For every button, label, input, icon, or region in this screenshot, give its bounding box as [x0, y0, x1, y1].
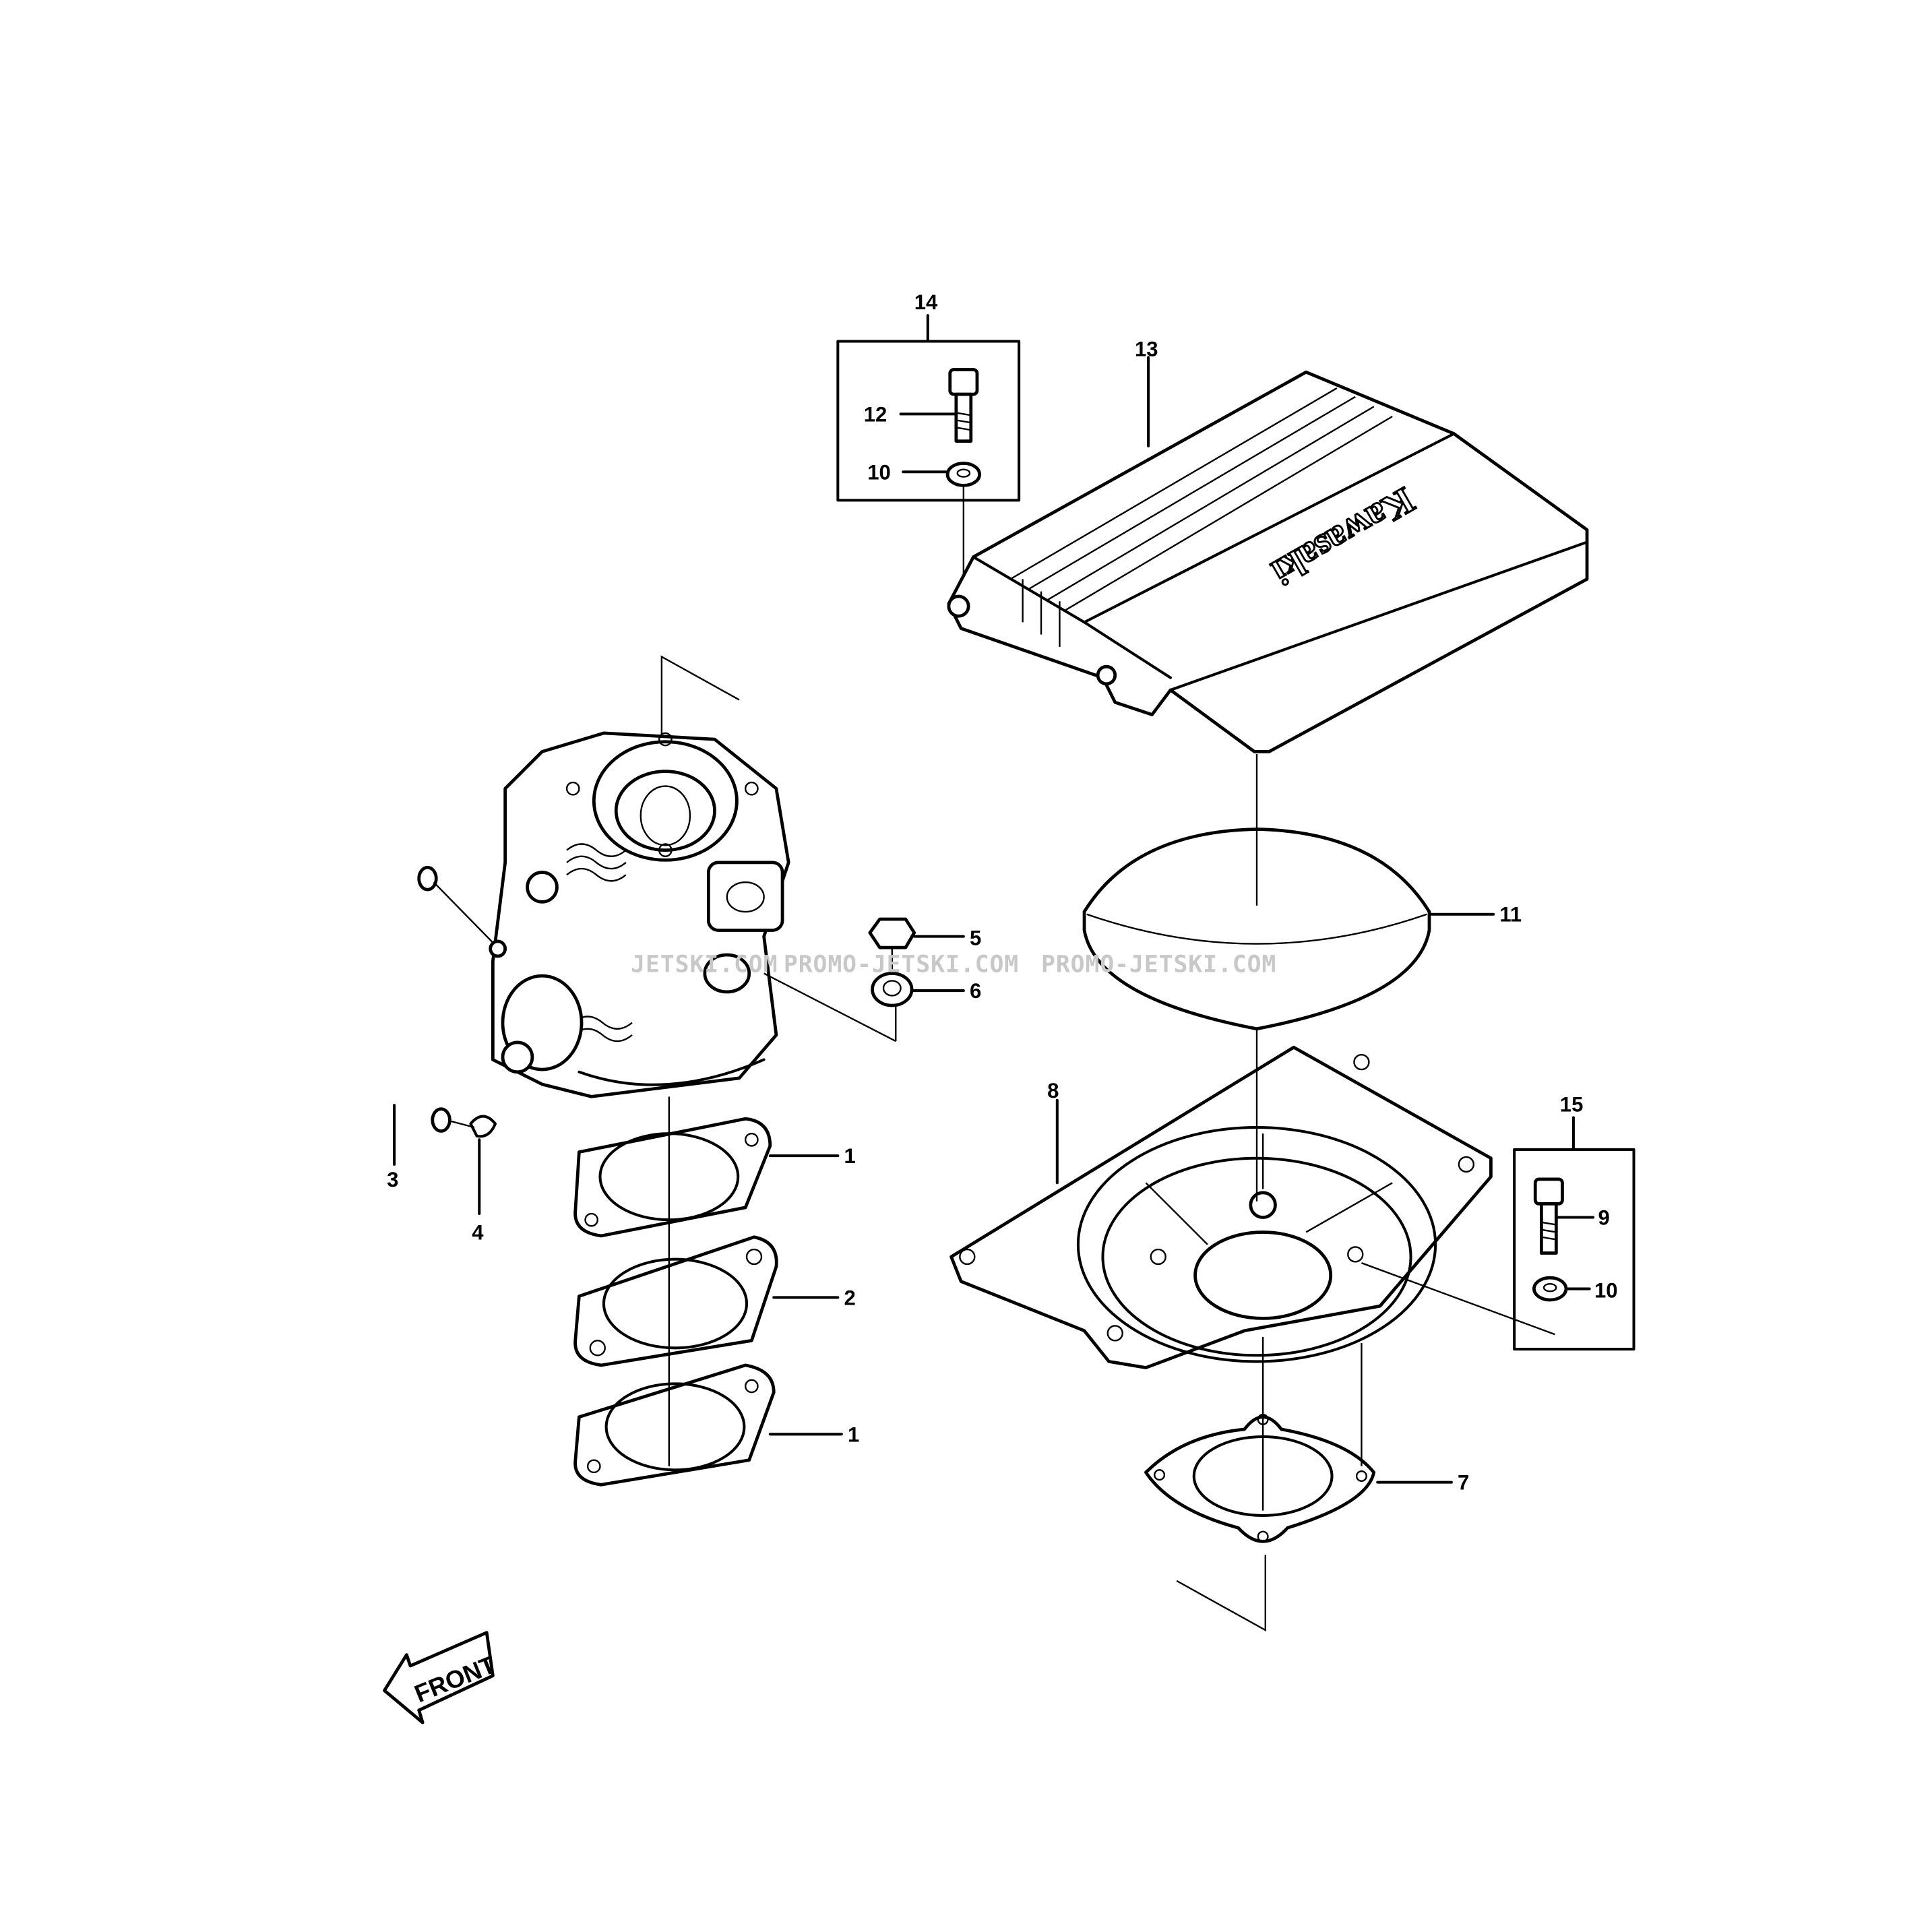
kit-box-15: 15 9 10	[1513, 1092, 1635, 1351]
callout-13: 13	[1135, 337, 1158, 361]
washer-10b	[1532, 1276, 1568, 1302]
callout-10: 10	[867, 460, 891, 484]
callout-15: 15	[1560, 1092, 1584, 1116]
callout-14: 14	[914, 290, 938, 314]
air-filter-element-11: 11	[1082, 754, 1522, 1031]
callout-3: 3	[387, 1168, 398, 1191]
callout-11: 11	[1499, 903, 1522, 927]
carburetor	[489, 655, 896, 1098]
callout-9: 9	[1598, 1206, 1609, 1229]
callout-1-upper: 1	[844, 1144, 855, 1168]
washer-6: 6	[871, 947, 981, 1042]
watermark-text-2: PROMO-JETSKI.COM	[784, 952, 1019, 978]
hose-clip-4: 4	[450, 1115, 497, 1244]
callout-10b: 10	[1594, 1278, 1618, 1302]
watermark-text-1: JETSKI.COM	[631, 952, 778, 978]
gasket-1-upper: 1	[573, 1117, 856, 1238]
callout-1-lower: 1	[848, 1423, 859, 1446]
kit-box-14: 14 12 10	[836, 290, 1021, 589]
callout-7: 7	[1458, 1471, 1469, 1495]
callout-2: 2	[844, 1286, 855, 1309]
callout-8: 8	[1047, 1079, 1059, 1102]
front-direction-arrow: FRONT	[383, 1631, 499, 1724]
gasket-1-lower: 1	[573, 1363, 859, 1487]
watermark: JETSKI.COM PROMO-JETSKI.COM PROMO-JETSKI…	[631, 952, 1276, 978]
nut-5: 5	[868, 917, 981, 949]
gasket-7: 7	[1144, 1336, 1469, 1632]
gasket-2: 2	[573, 1235, 856, 1367]
washer-10	[945, 462, 981, 487]
callout-5: 5	[970, 926, 981, 949]
callout-12: 12	[864, 402, 887, 426]
bolt-12	[948, 368, 979, 443]
air-filter-cover-13: Kawasaki 13	[947, 337, 1589, 753]
fuel-hose-3: 3	[334, 865, 494, 1191]
callout-4: 4	[472, 1220, 484, 1244]
watermark-text-3: PROMO-JETSKI.COM	[1041, 952, 1276, 978]
air-filter-base-8: 8	[949, 1028, 1555, 1369]
callout-6: 6	[970, 979, 981, 1003]
bolt-9	[1533, 1177, 1564, 1255]
